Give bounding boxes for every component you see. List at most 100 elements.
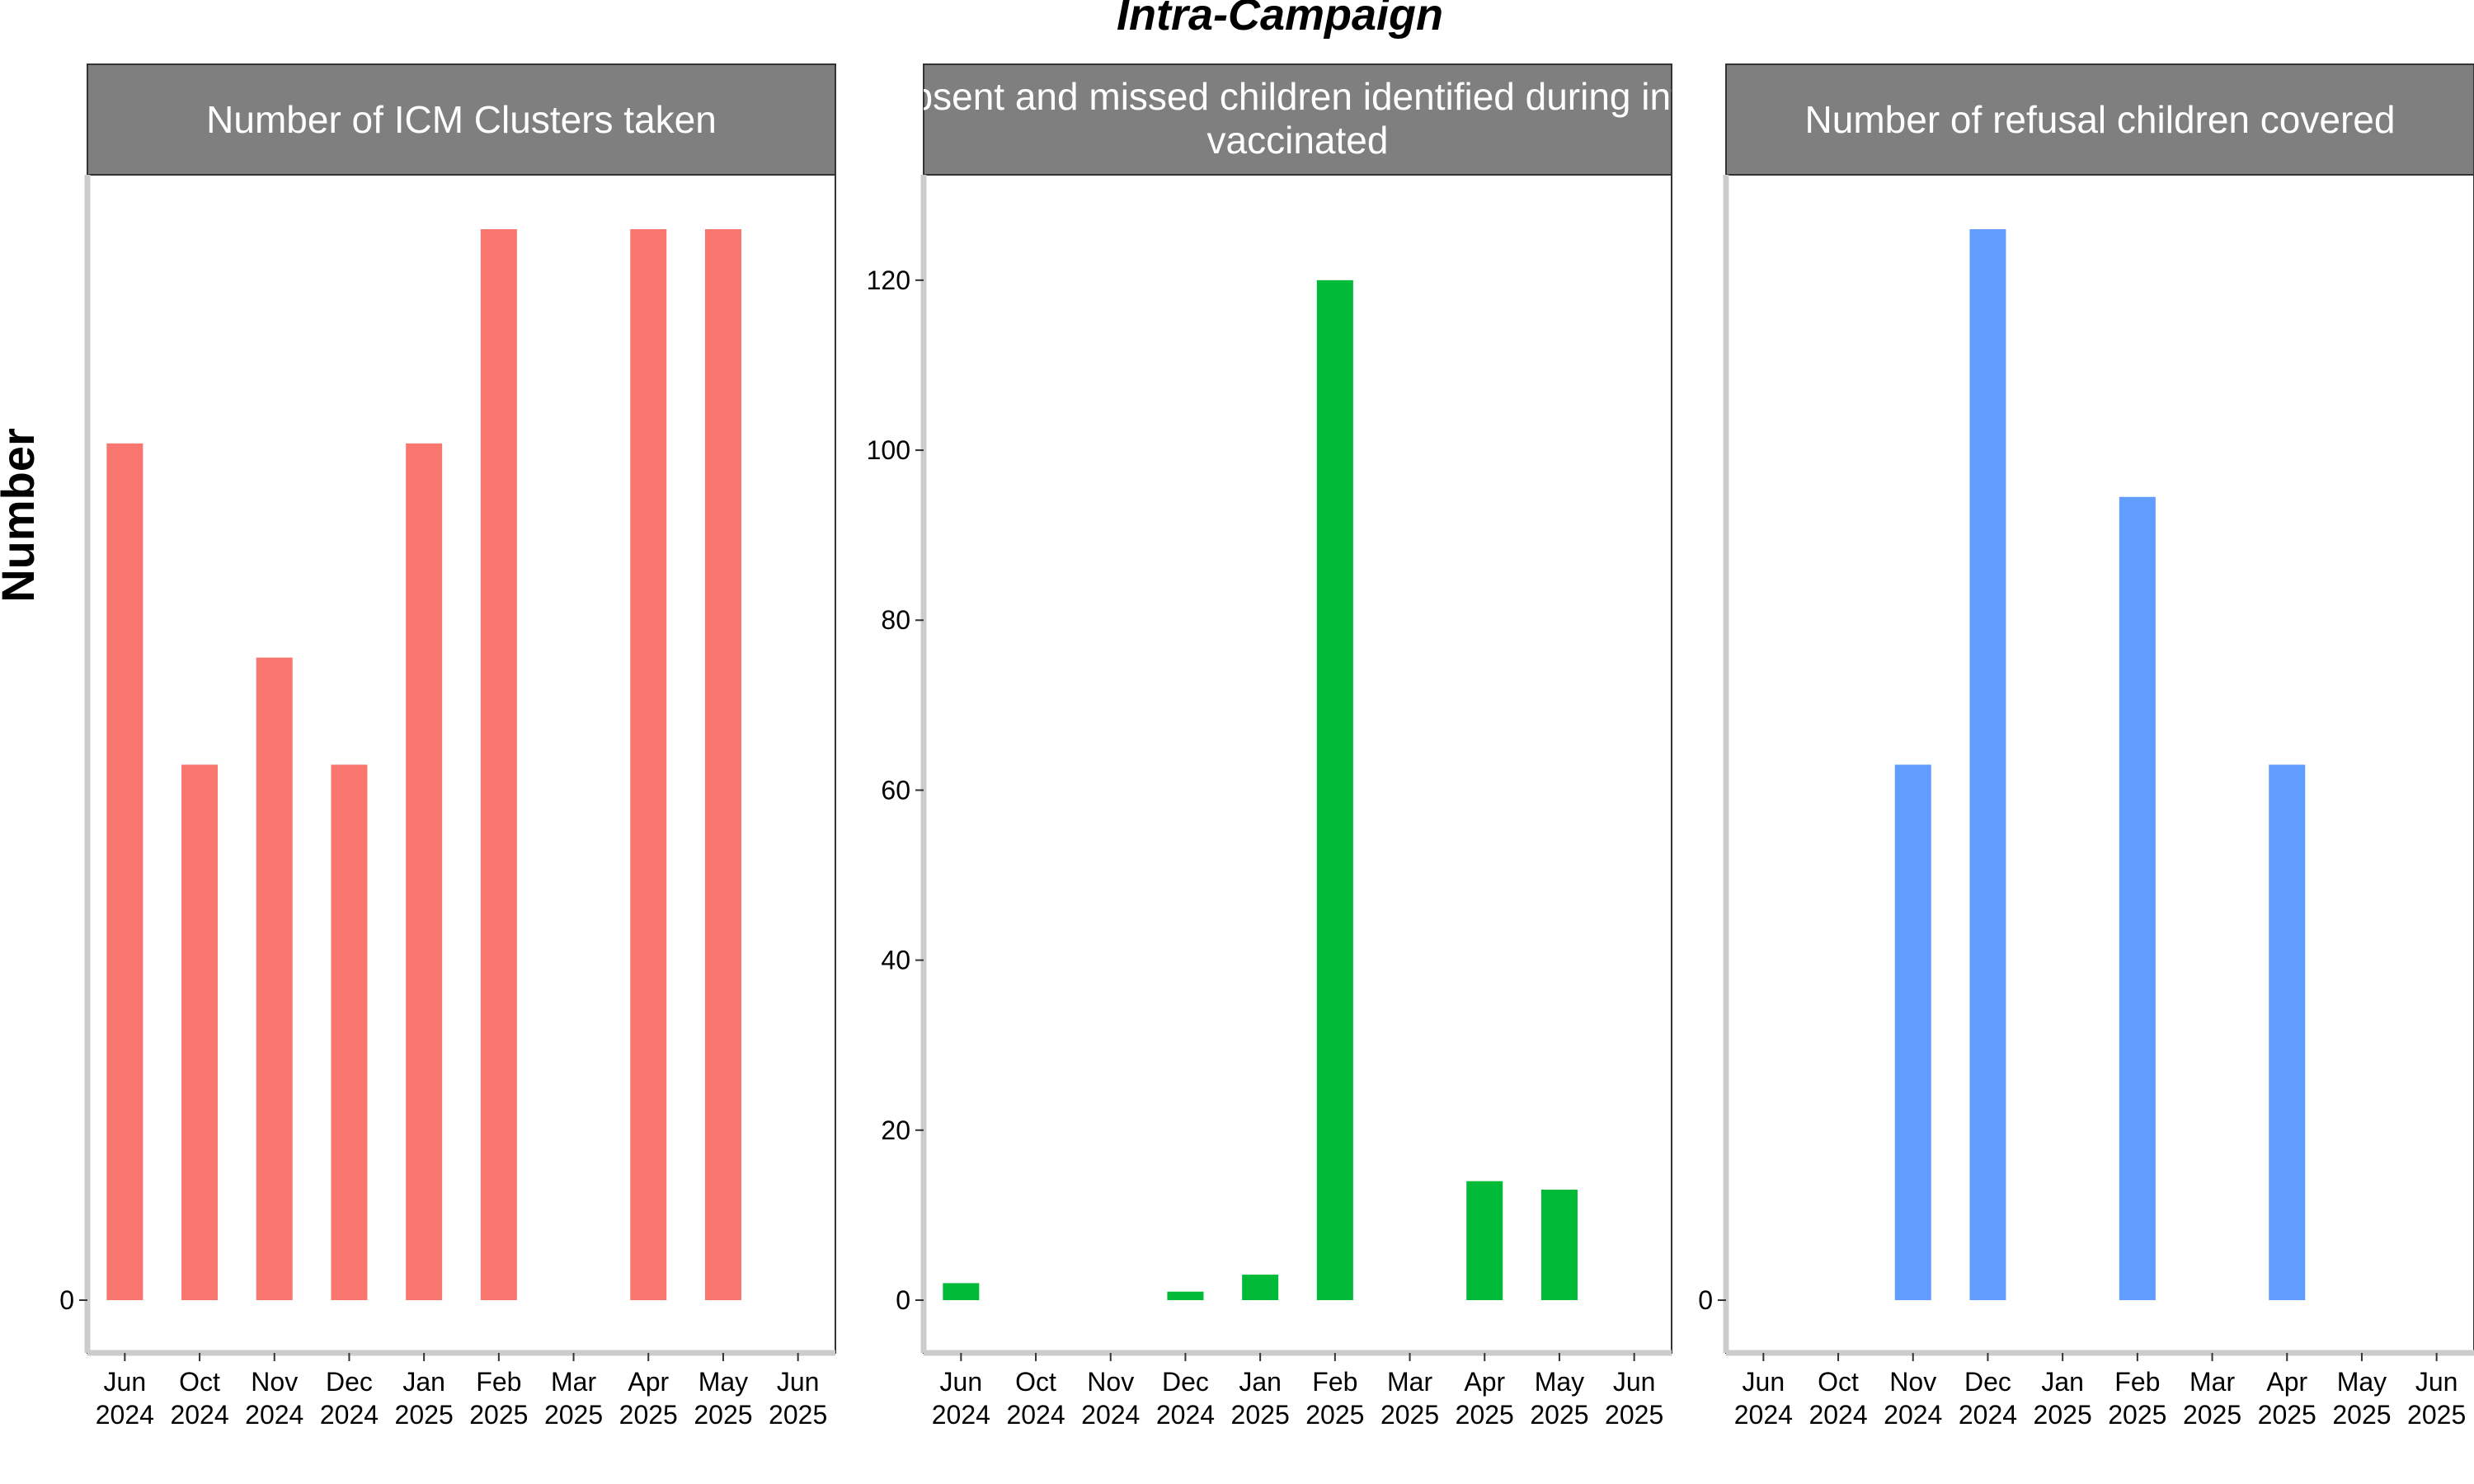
bar <box>1969 229 2006 1300</box>
bar <box>943 1283 980 1300</box>
x-tick-label: 2024 <box>1734 1400 1793 1430</box>
panel-title: vaccinated <box>1207 119 1389 162</box>
x-tick-label: Feb <box>1312 1367 1357 1397</box>
x-tick-label: 2025 <box>1456 1400 1514 1430</box>
x-tick-label: 2025 <box>1380 1400 1439 1430</box>
x-tick-label: 2024 <box>1959 1400 2017 1430</box>
panel-title: Number of ICM Clusters taken <box>206 98 717 141</box>
y-tick-label: 100 <box>867 435 910 465</box>
x-tick-label: 2025 <box>395 1400 454 1430</box>
x-tick-label: 2025 <box>1305 1400 1364 1430</box>
x-tick-label: Feb <box>2114 1367 2160 1397</box>
x-tick-label: 2025 <box>2332 1400 2391 1430</box>
x-tick-label: Jun <box>1743 1367 1785 1397</box>
plot-frame <box>923 174 1672 1354</box>
x-tick-label: Dec <box>1964 1367 2011 1397</box>
y-tick-label: 20 <box>881 1115 910 1145</box>
bar <box>1242 1275 1279 1300</box>
x-tick-label: Nov <box>1087 1367 1134 1397</box>
x-tick-label: 2025 <box>694 1400 752 1430</box>
bar <box>1540 1189 1578 1300</box>
x-tick-label: May <box>2337 1367 2387 1397</box>
x-tick-label: Jun <box>2415 1367 2458 1397</box>
y-tick-label: 80 <box>881 605 910 635</box>
chart-title: Intra-Campaign <box>1117 0 1443 40</box>
panel-strip <box>87 63 836 176</box>
bar <box>1316 279 1353 1300</box>
y-axis-label: Number <box>0 428 44 603</box>
x-tick-label: 2025 <box>1605 1400 1663 1430</box>
x-tick-label: 2025 <box>1231 1400 1290 1430</box>
x-tick-label: Feb <box>476 1367 521 1397</box>
x-tick-label: 2025 <box>2183 1400 2241 1430</box>
panel-1: Number of ICM Clusters taken0Jun2024Oct2… <box>59 63 836 1430</box>
x-tick-label: Mar <box>1387 1367 1432 1397</box>
x-tick-label: 2025 <box>2108 1400 2166 1430</box>
x-tick-label: 2024 <box>1156 1400 1215 1430</box>
bar <box>256 657 293 1300</box>
x-tick-label: 2025 <box>2034 1400 2092 1430</box>
bar <box>106 443 143 1300</box>
x-tick-label: 2024 <box>170 1400 228 1430</box>
x-tick-label: 2025 <box>469 1400 528 1430</box>
x-tick-label: 2024 <box>1808 1400 1867 1430</box>
panel-title: Number of absent and missed children ide… <box>703 75 1892 118</box>
x-tick-label: Oct <box>179 1367 220 1397</box>
plot-frame <box>1725 174 2474 1354</box>
x-tick-label: 2025 <box>619 1400 678 1430</box>
x-tick-label: Mar <box>2189 1367 2235 1397</box>
x-tick-label: Jun <box>940 1367 983 1397</box>
x-tick-label: 2024 <box>245 1400 303 1430</box>
x-tick-label: Oct <box>1818 1367 1859 1397</box>
panel-3: Number of refusal children covered0Jun20… <box>1698 63 2474 1430</box>
x-tick-label: 2024 <box>1006 1400 1065 1430</box>
panel-title: Number of refusal children covered <box>1805 98 2396 141</box>
bar <box>2269 764 2306 1300</box>
bar <box>1466 1181 1503 1300</box>
y-tick-label: 40 <box>881 946 910 975</box>
x-tick-label: Dec <box>1162 1367 1209 1397</box>
bar <box>181 764 219 1300</box>
bar <box>480 229 517 1300</box>
x-tick-label: Mar <box>551 1367 596 1397</box>
x-tick-label: Nov <box>251 1367 298 1397</box>
x-tick-label: Jun <box>1613 1367 1656 1397</box>
x-tick-label: 2025 <box>2258 1400 2316 1430</box>
x-tick-label: Jun <box>777 1367 820 1397</box>
x-tick-label: 2024 <box>96 1400 154 1430</box>
x-tick-label: Jun <box>104 1367 147 1397</box>
x-tick-label: Nov <box>1889 1367 1936 1397</box>
x-tick-label: Dec <box>326 1367 373 1397</box>
x-tick-label: Jan <box>2041 1367 2084 1397</box>
panel-strip <box>1725 63 2474 176</box>
x-tick-label: Jan <box>402 1367 445 1397</box>
x-tick-label: 2024 <box>1081 1400 1140 1430</box>
facet-panels: Number of ICM Clusters taken0Jun2024Oct2… <box>59 63 2474 1430</box>
x-tick-label: May <box>698 1367 748 1397</box>
panel-2: Number of absent and missed children ide… <box>703 63 1892 1430</box>
bar <box>406 443 443 1300</box>
y-tick-label: 60 <box>881 775 910 805</box>
y-tick-label: 120 <box>867 265 910 295</box>
y-tick-label: 0 <box>1698 1285 1713 1315</box>
x-tick-label: Apr <box>1464 1367 1505 1397</box>
bar <box>331 764 368 1300</box>
bar <box>2119 496 2156 1300</box>
x-tick-label: 2025 <box>544 1400 603 1430</box>
bar <box>704 229 741 1300</box>
bar <box>1894 764 1931 1300</box>
bar <box>630 229 667 1300</box>
y-tick-label: 0 <box>59 1285 74 1315</box>
x-tick-label: Jan <box>1239 1367 1282 1397</box>
x-tick-label: Apr <box>628 1367 669 1397</box>
x-tick-label: 2025 <box>769 1400 827 1430</box>
x-tick-label: 2025 <box>1530 1400 1588 1430</box>
x-tick-label: 2025 <box>2407 1400 2466 1430</box>
x-tick-label: Oct <box>1015 1367 1056 1397</box>
x-tick-label: Apr <box>2266 1367 2307 1397</box>
x-tick-label: 2024 <box>1884 1400 1942 1430</box>
x-tick-label: 2024 <box>320 1400 379 1430</box>
x-tick-label: May <box>1535 1367 1584 1397</box>
y-tick-label: 0 <box>896 1285 910 1315</box>
